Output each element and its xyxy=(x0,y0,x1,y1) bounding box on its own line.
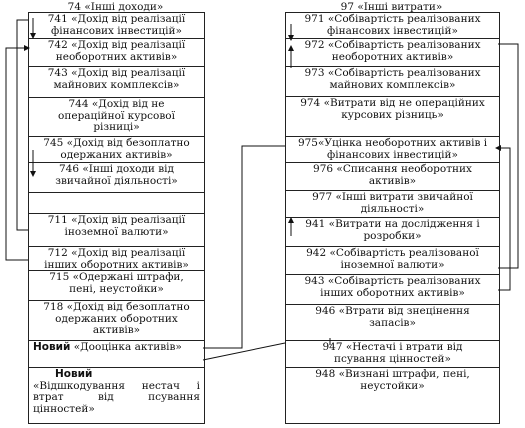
cell-line: діяльності» xyxy=(360,202,425,215)
cell-line: 974 «Витрати від не операційних xyxy=(300,97,485,109)
connector-947-to-compensation xyxy=(202,342,286,361)
cell-line: майнових комплексів» xyxy=(329,78,456,91)
cell-line: 942 «Собівартість реалізованої xyxy=(306,247,479,259)
cell-line: фінансових інвестицій» xyxy=(327,148,458,161)
cell-line: втрат від псування xyxy=(33,391,200,403)
connector-975-to-revaluation xyxy=(203,145,285,349)
cell-line: активів» xyxy=(368,174,417,187)
cell-line: 943 «Собівартість реалізованих xyxy=(304,275,481,287)
cell-line: 973 «Собівартість реалізованих xyxy=(304,67,481,79)
cell-line: інших оборотних активів» xyxy=(320,286,465,299)
cell-line: 743 «Дохід від реалізації xyxy=(47,67,186,79)
new-tag: Новий xyxy=(55,368,93,380)
cell-line: звичайної діяльності» xyxy=(55,174,178,187)
cell-line: 977 «Інші витрати звичайної xyxy=(312,191,473,203)
cell-line: фінансових інвестицій» xyxy=(51,24,182,37)
cell-line: різниці» xyxy=(93,121,140,133)
cell-line: пені, неустойки» xyxy=(69,282,164,295)
cell-line: необоротних активів» xyxy=(331,50,454,63)
cell-line: 971 «Собівартість реалізованих xyxy=(304,13,481,25)
cell-line: операційної курсової xyxy=(58,109,175,122)
left-cell-new-11: Новий «Дооцінка активів» xyxy=(29,340,204,367)
cell-line: 742 «Дохід від реалізації xyxy=(47,39,186,51)
cell-line: 941 «Витрати на дослідження і xyxy=(305,218,480,230)
cell-line: цінностей» xyxy=(33,402,95,415)
cell-line: 712 «Дохід від реалізації xyxy=(47,247,186,259)
cell-line: 947 «Нестачі і втрати від xyxy=(322,341,463,353)
left-account-cell-9: 715 «Одержані штрафи,пені, неустойки» xyxy=(29,270,204,300)
cell-line: 976 «Списання необоротних xyxy=(313,163,472,175)
cell-line: необоротних активів» xyxy=(55,50,178,63)
cell-line: 746 «Інші доходи від xyxy=(59,163,174,175)
connector-right-inner xyxy=(495,145,511,291)
cell-line: іноземної валюти» xyxy=(340,258,445,271)
cell-line: неустойки» xyxy=(360,379,425,392)
cell-line: розробки» xyxy=(363,229,422,242)
cell-line: курсових різниць» xyxy=(341,108,444,121)
cell-line: 711 «Дохід від реалізації xyxy=(47,214,186,226)
cell-line: 948 «Визнані штрафи, пені, xyxy=(315,368,470,380)
cell-line: 972 «Собівартість реалізованих xyxy=(304,39,481,51)
cell-line: 741 «Дохід від реалізації xyxy=(47,13,186,25)
cell-line: 745 «Дохід від безоплатно xyxy=(43,137,190,149)
left-column-title: 74 «Інші доходи» xyxy=(67,1,164,13)
connector-741-to-711 xyxy=(16,19,28,231)
cell-line: 718 «Дохід від безоплатно xyxy=(43,301,190,313)
cell-line: іноземної валюти» xyxy=(64,225,169,238)
cell-line: одержаних активів» xyxy=(60,148,173,161)
cell-line: інших оборотних активів» xyxy=(44,258,189,271)
cell-line: фінансових інвестицій» xyxy=(327,24,458,37)
cell-line: активів» xyxy=(92,324,141,336)
cell-line: 715 «Одержані штрафи, xyxy=(49,271,184,283)
cell-line: псування цінностей» xyxy=(334,352,451,365)
cell-line: «Відшкодування нестач і xyxy=(33,379,200,392)
new-tag: Новий xyxy=(33,341,71,353)
cell-line: 975«Уцінка необоротних активів і xyxy=(297,137,488,149)
right-account-cell-12: 948 «Визнані штрафи, пені,неустойки» xyxy=(286,367,499,424)
right-column-title: 97 «Інші витрати» xyxy=(340,1,443,13)
cell-line: 744 «Дохід від не xyxy=(68,98,165,110)
cell-line: запасів» xyxy=(369,316,416,329)
cell-text: «Дооцінка активів» xyxy=(70,341,182,353)
cell-line: одержаних оборотних xyxy=(55,312,178,325)
cell-line: 946 «Втрати від знецінення xyxy=(315,305,470,317)
cell-line: майнових комплексів» xyxy=(53,78,180,91)
connector-right-outer xyxy=(498,43,519,269)
left-blank-cell-6 xyxy=(29,192,204,213)
